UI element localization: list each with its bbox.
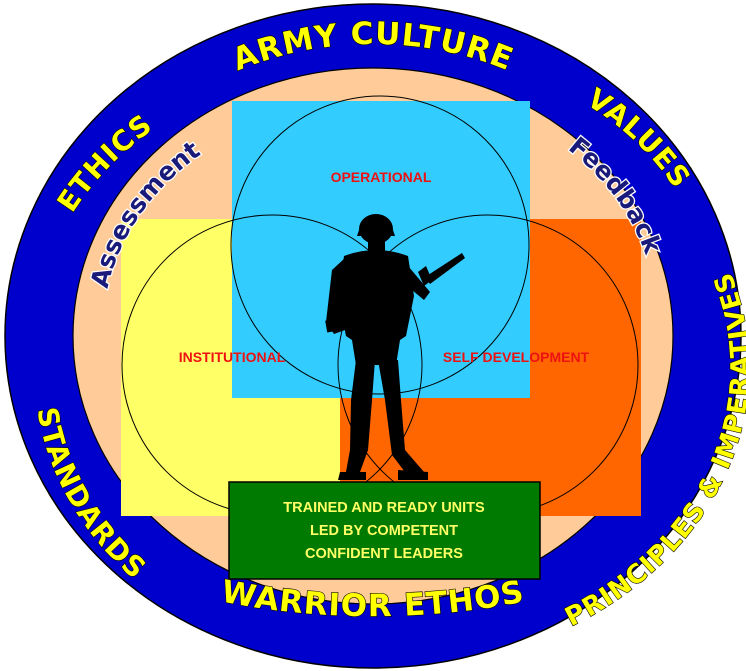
outcome-line-1: TRAINED AND READY UNITS <box>283 500 485 516</box>
institutional-label: INSTITUTIONAL <box>179 349 286 365</box>
soldier-silhouette-icon <box>325 214 465 480</box>
self-development-label: SELF DEVELOPMENT <box>443 349 590 365</box>
operational-circle <box>230 95 530 395</box>
outcome-box <box>228 481 541 580</box>
outcome-line-2: LED BY COMPETENT <box>310 523 458 539</box>
outcome-line-3: CONFIDENT LEADERS <box>305 546 463 562</box>
operational-label: OPERATIONAL <box>331 169 432 185</box>
